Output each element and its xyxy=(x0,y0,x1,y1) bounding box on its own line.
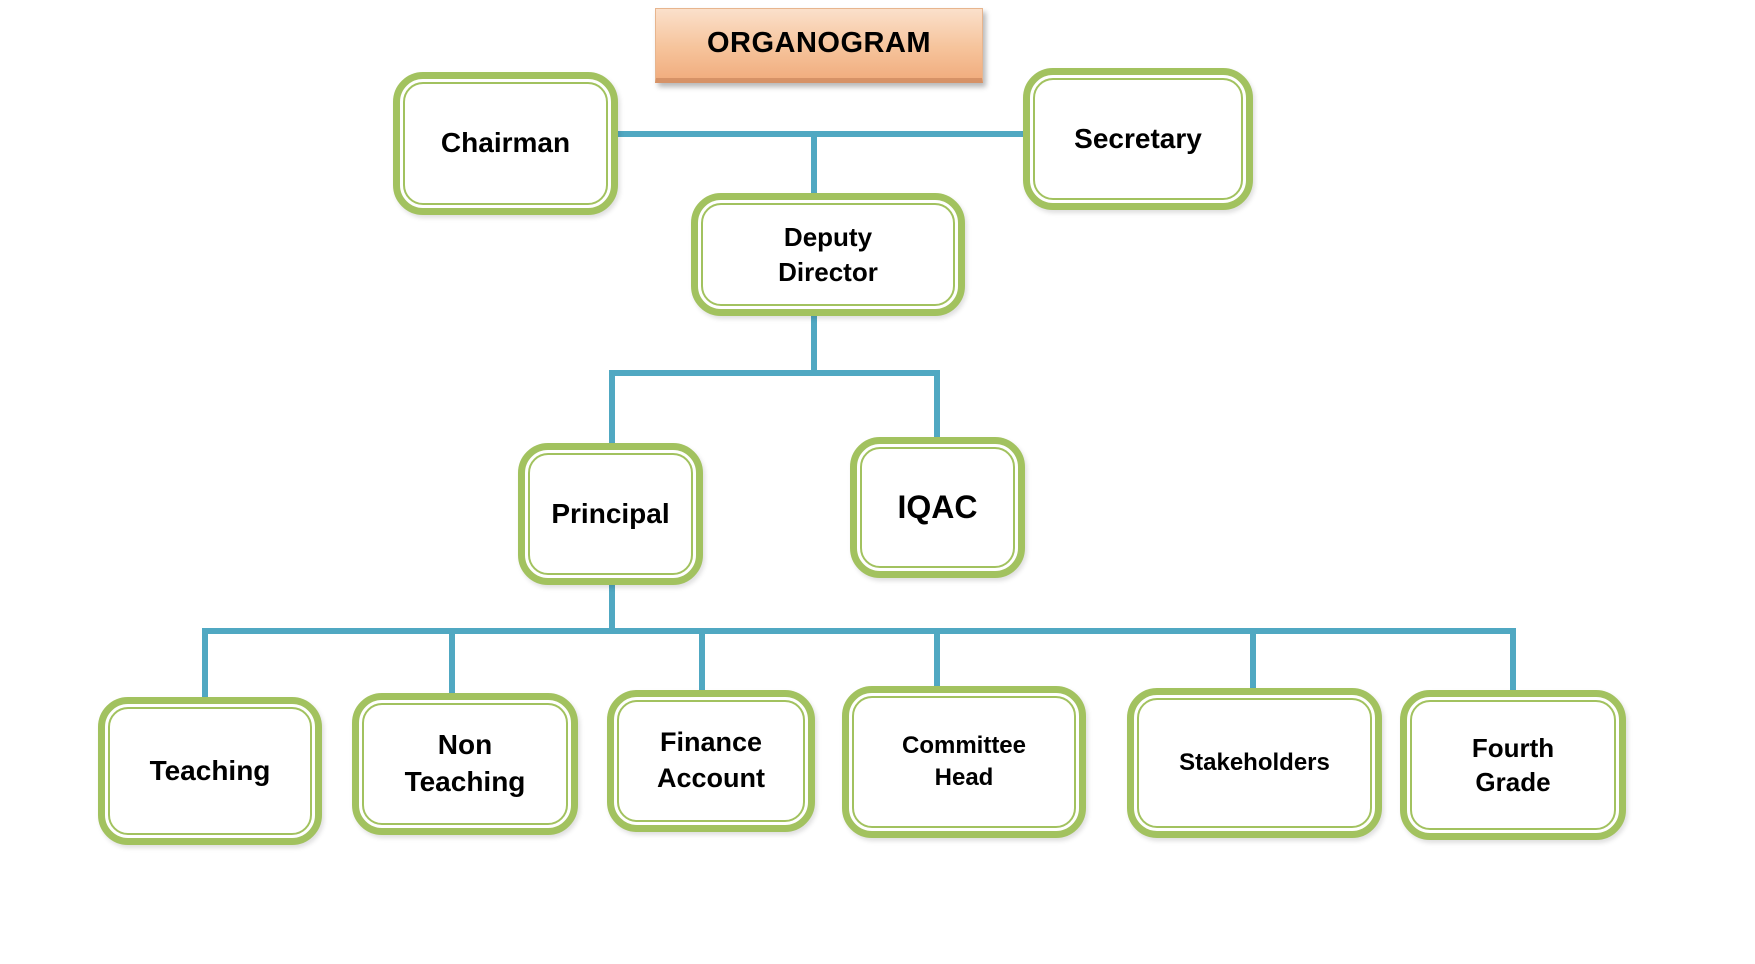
connector-top-to-deputy xyxy=(811,134,817,194)
connector-principal-to-bus xyxy=(609,584,615,631)
connector-chairman-secretary xyxy=(616,131,1025,137)
connector-bottom-bus xyxy=(202,628,1516,634)
node-secretary: Secretary xyxy=(1023,68,1253,210)
node-secretary-label: Secretary xyxy=(1074,122,1202,154)
connector-drop-stakeholders xyxy=(1250,631,1256,689)
connector-drop-committee-head xyxy=(934,631,940,687)
page-title: ORGANOGRAM xyxy=(655,8,983,83)
node-fourth-grade: Fourth Grade xyxy=(1400,690,1626,840)
node-principal: Principal xyxy=(518,443,703,585)
node-non-teaching: Non Teaching xyxy=(352,693,578,835)
connector-drop-teaching xyxy=(202,631,208,698)
committee-head-line2: Head xyxy=(934,764,994,791)
node-chairman: Chairman xyxy=(393,72,618,215)
page-title-text: ORGANOGRAM xyxy=(706,27,932,59)
node-fourth-grade-label: Fourth Grade xyxy=(1472,731,1554,800)
node-teaching-label: Teaching xyxy=(149,754,271,786)
non-teaching-line1: Non xyxy=(437,729,493,761)
finance-account-line2: Account xyxy=(657,763,765,793)
node-finance-account: Finance Account xyxy=(607,690,815,832)
node-chairman-label: Chairman xyxy=(440,127,571,159)
committee-head-line1: Committee xyxy=(901,732,1027,760)
connector-drop-finance-account xyxy=(699,631,705,691)
connector-branch-to-principal xyxy=(609,370,615,444)
node-principal-label: Principal xyxy=(551,497,670,529)
node-committee-head: Committee Head xyxy=(842,686,1086,838)
node-non-teaching-label: Non Teaching xyxy=(405,727,526,801)
connector-branch-to-iqac xyxy=(934,370,940,438)
connector-drop-non-teaching xyxy=(449,631,455,694)
node-iqac-label: IQAC xyxy=(897,489,978,526)
node-committee-head-label: Committee Head xyxy=(902,730,1026,793)
connector-deputy-to-branch xyxy=(811,315,817,373)
non-teaching-line2: Teaching xyxy=(404,766,526,797)
node-iqac: IQAC xyxy=(850,437,1025,578)
node-finance-account-label: Finance Account xyxy=(657,725,765,796)
connector-branch-bar xyxy=(609,370,940,376)
node-deputy-director: Deputy Director xyxy=(691,193,965,316)
finance-account-line1: Finance xyxy=(659,727,763,758)
fourth-grade-line2: Grade xyxy=(1475,767,1551,797)
node-teaching: Teaching xyxy=(98,697,322,845)
deputy-director-line2: Director xyxy=(778,256,878,287)
fourth-grade-line1: Fourth xyxy=(1471,732,1555,763)
node-deputy-director-label: Deputy Director xyxy=(778,220,878,289)
node-stakeholders: Stakeholders xyxy=(1127,688,1382,838)
node-stakeholders-label: Stakeholders xyxy=(1179,749,1330,777)
connector-drop-fourth-grade xyxy=(1510,631,1516,691)
deputy-director-line1: Deputy xyxy=(783,222,873,253)
